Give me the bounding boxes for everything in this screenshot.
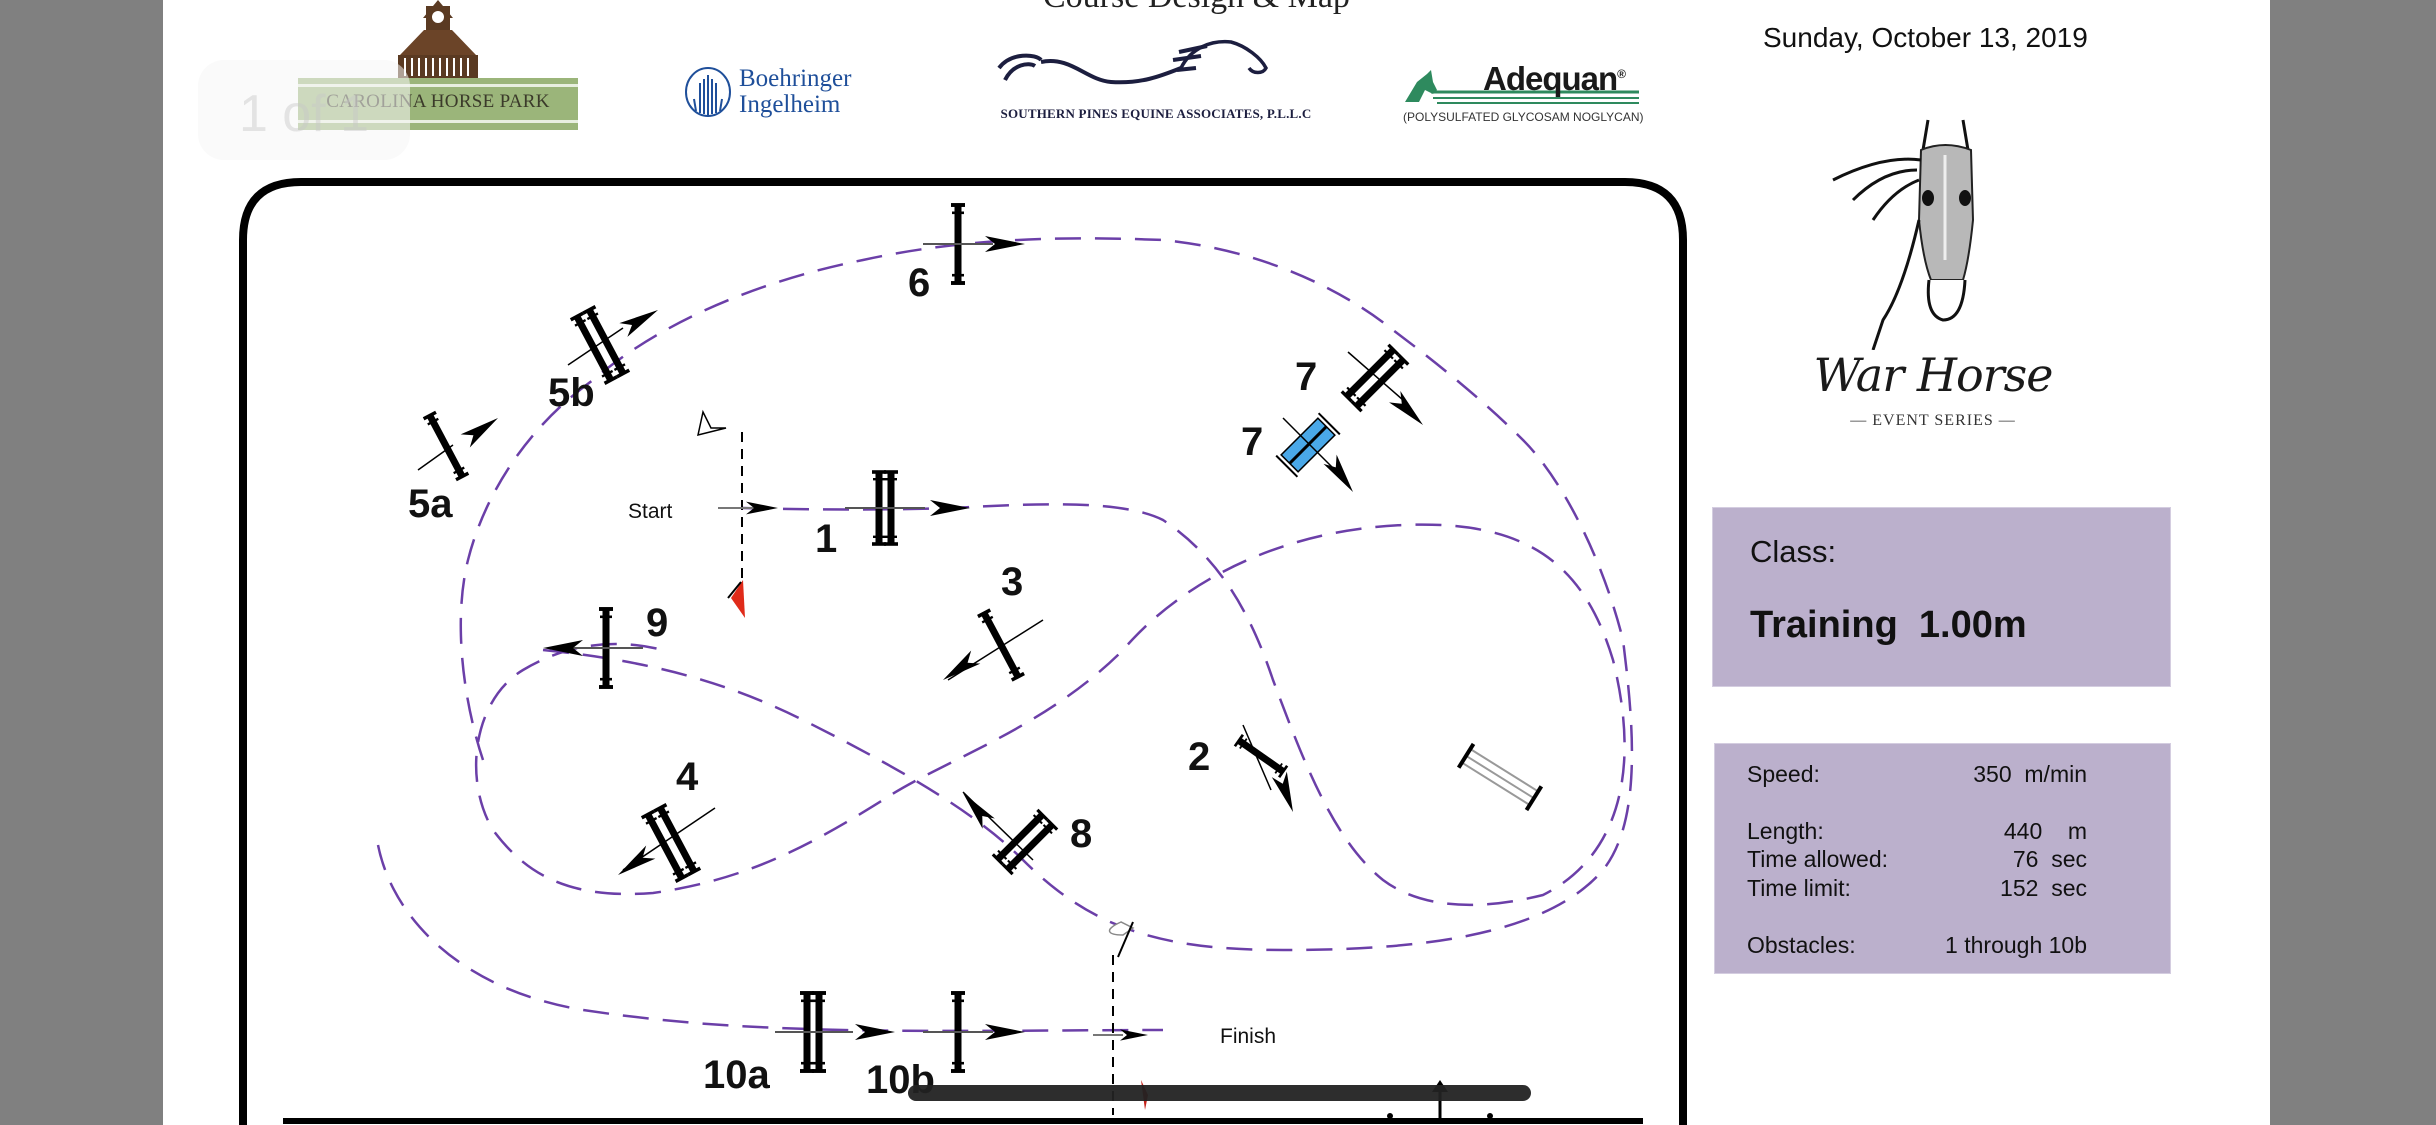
fence-label-7: 7 — [1295, 355, 1317, 399]
boehringer-line1: Boehringer — [739, 65, 852, 92]
course-stats-panel: Speed:350 m/min Length:440 m Time allowe… — [1714, 743, 2171, 974]
clock-tower-icon — [398, 0, 478, 78]
class-label: Class: — [1750, 534, 1837, 569]
course-path — [376, 237, 1634, 1033]
class-panel: Class: Training 1.00m — [1712, 507, 2171, 687]
fence-label-2: 2 — [1188, 735, 1210, 779]
southern-pines-text: SOUTHERN PINES EQUINE ASSOCIATES, P.L.L.… — [1000, 106, 1312, 121]
start-flag-white-icon — [697, 409, 727, 437]
stat-time-allowed: Time allowed:76 sec — [1747, 846, 2087, 872]
horizontal-scrollbar[interactable] — [908, 1085, 1531, 1101]
war-horse-script: War Horse — [1813, 348, 2054, 402]
fence-label-10a: 10a — [703, 1053, 770, 1097]
fence-label-5a: 5a — [408, 482, 453, 526]
war-horse-logo: War Horse — EVENT SERIES — — [1813, 110, 2053, 440]
fence-2 — [1233, 733, 1289, 779]
page-indicator: 1 of 1 — [198, 60, 410, 160]
stat-speed: Speed:350 m/min — [1747, 761, 2087, 787]
course-map: Start Finish 1 2 3 — [239, 178, 1687, 1125]
fence-label-3: 3 — [1001, 560, 1023, 604]
stat-time-limit: Time limit:152 sec — [1747, 875, 2087, 901]
adequan-horse-icon — [1405, 70, 1639, 104]
start-label: Start — [628, 500, 673, 523]
stat-obstacles: Obstacles:1 through 10b — [1747, 932, 2087, 958]
adequan-subtitle: (POLYSULFATED GLYCOSAM NOGLYCAN) — [1403, 110, 1644, 124]
finish-label: Finish — [1220, 1025, 1276, 1048]
adequan-logo: Adequan® (POLYSULFATED GLYCOSAM NOGLYCAN… — [1403, 60, 1644, 130]
fence-label-4: 4 — [676, 755, 699, 799]
fence-label-9: 9 — [646, 601, 668, 645]
fence-label-5b: 5b — [548, 371, 595, 415]
southern-pines-logo: SOUTHERN PINES EQUINE ASSOCIATES, P.L.L.… — [991, 38, 1321, 128]
fence-3 — [976, 608, 1026, 682]
boehringer-line2: Ingelheim — [739, 91, 841, 118]
fence-label-6: 6 — [908, 261, 930, 305]
boehringer-emblem-icon — [685, 67, 731, 117]
fence-label-1: 1 — [815, 517, 837, 561]
unused-fence — [1456, 742, 1544, 812]
class-value: Training 1.00m — [1750, 604, 2027, 646]
fence-label-8: 8 — [1070, 812, 1092, 856]
event-date: Sunday, October 13, 2019 — [1763, 22, 2088, 53]
finish-flag-white-icon — [1108, 921, 1135, 936]
horse-head-icon — [1832, 119, 1975, 350]
fence-5a — [421, 410, 471, 482]
arena-border — [239, 178, 1687, 1125]
start-flag-red-icon — [731, 580, 745, 618]
horse-swoosh-icon — [997, 39, 1268, 85]
event-series-subtitle: — EVENT SERIES — — [1850, 412, 2016, 429]
fence-7-option — [1275, 412, 1341, 478]
fence-1 — [845, 470, 970, 546]
stat-length: Length:440 m — [1747, 818, 2087, 844]
pdf-page: Course Design & Map CAROLINA HORSE PARK — [163, 0, 2270, 1125]
adequan-wordmark: Adequan® — [1483, 60, 1626, 97]
fence-4 — [639, 802, 703, 884]
page-title: Course Design & Map — [1043, 0, 1350, 16]
fence-label-7b: 7 — [1241, 420, 1263, 464]
